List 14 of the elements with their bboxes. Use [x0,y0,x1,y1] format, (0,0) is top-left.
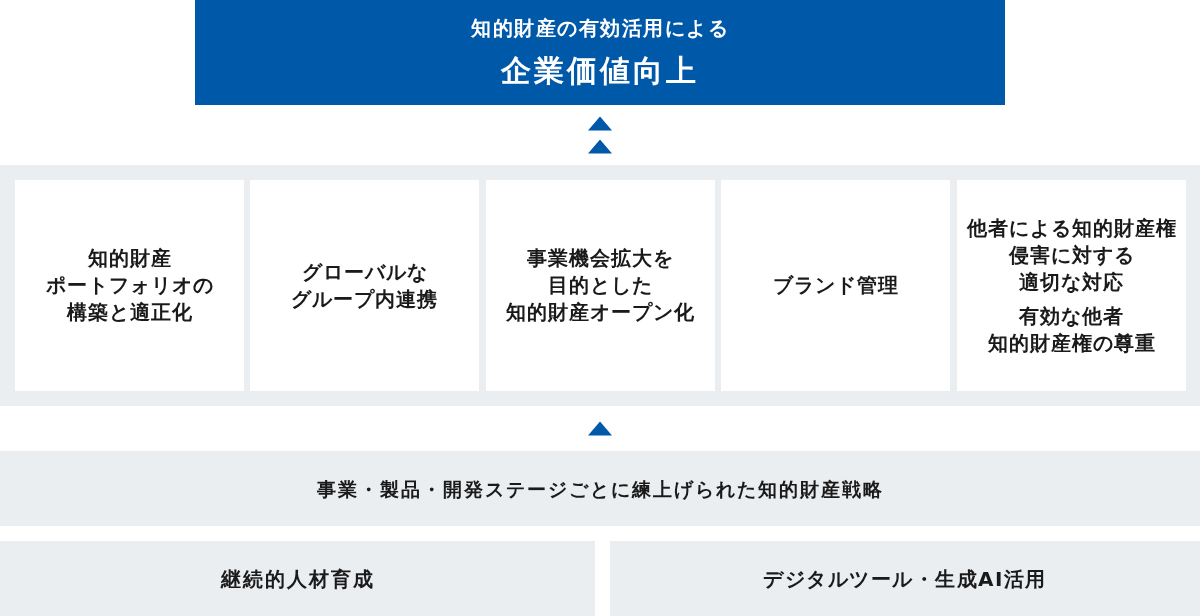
item-label: グローバルなグループ内連携 [291,258,438,313]
item-label: 有効な他者知的財産権の尊重 [987,302,1156,357]
goal-banner [195,0,1005,105]
item-label: 他者による知的財産権侵害に対する適切な対応 [966,214,1177,296]
item-label: 事業機会拡大を目的とした知的財産オープン化 [506,245,695,326]
strategy-label: 事業・製品・開発ステージごとに練上げられた知的財産戦略 [316,476,884,502]
item-label: 知的財産ポートフォリオの構築と適正化 [45,245,214,326]
arrow [588,116,612,154]
subtitle-text: 知的財産の有効活用による [471,14,729,41]
arrow [588,421,612,436]
title-text: 企業価値向上 [501,51,699,90]
foundation-label: 継続的人材育成 [220,565,375,592]
item-label: ブランド管理 [772,272,899,299]
foundation-label: デジタルツール・生成AI活用 [763,565,1047,592]
